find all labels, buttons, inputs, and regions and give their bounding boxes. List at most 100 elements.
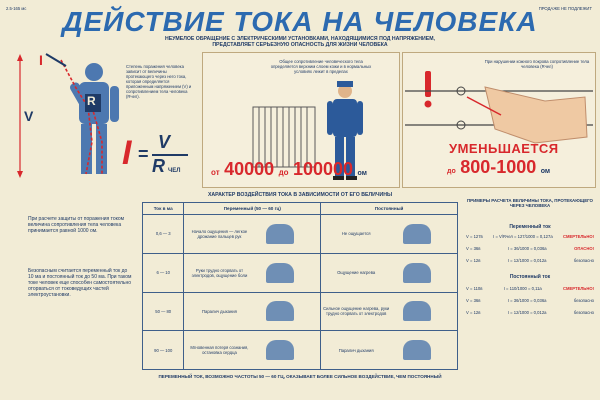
formula-divider bbox=[152, 154, 188, 156]
human-voltage-illustration bbox=[6, 52, 196, 186]
row-dc: Не ощущается bbox=[320, 214, 458, 254]
voltage: V = 36в bbox=[466, 246, 481, 251]
reduced-resistance: до 800-1000 ом bbox=[447, 157, 550, 178]
dc-effect: Сильное ощущение нагрева, руки трудно от… bbox=[323, 306, 390, 317]
ac-effect: Паралич дыхания bbox=[202, 308, 237, 314]
left-panel: I V R Степень поражения человека зависит… bbox=[6, 52, 196, 186]
row-dc: Паралич дыхания bbox=[320, 330, 458, 370]
person-figure bbox=[403, 340, 432, 361]
dc-effect: Не ощущается bbox=[341, 231, 371, 237]
row-ac: Паралич дыхания bbox=[183, 291, 322, 332]
formula-v: V bbox=[158, 132, 171, 152]
poster-subtitle: НЕУМЕЛОЕ ОБРАЩЕНИЕ С ЭЛЕКТРИЧЕСКИМИ УСТА… bbox=[165, 36, 435, 48]
range-from: 40000 bbox=[224, 159, 275, 179]
examples-title: ПРИМЕРЫ РАСЧЕТА ВЕЛИЧИНЫ ТОКА, ПРОТЕКАЮЩ… bbox=[467, 198, 593, 209]
person-figure bbox=[266, 262, 295, 283]
resistance-label: R bbox=[87, 94, 96, 108]
voltage-label: V bbox=[24, 108, 34, 124]
formula-i: I bbox=[122, 134, 132, 172]
row-range: 90 — 100 bbox=[141, 330, 185, 370]
table-row: 90 — 100 Мгновенная потеря сознания, ост… bbox=[141, 330, 458, 370]
result: ОПАСНО! bbox=[574, 246, 594, 251]
current-effects-section: ХАРАКТЕР ВОЗДЕЙСТВИЯ ТОКА В ЗАВИСИМОСТИ … bbox=[140, 192, 460, 392]
ac-examples: V = 127в I = V/Rчел = 127/1000 = 0,127а … bbox=[466, 234, 594, 270]
ac-effect: Начало ощущения — легкое дрожание пальце… bbox=[191, 228, 248, 239]
row-ac: Руки трудно оторвать от электродов, ощущ… bbox=[183, 252, 322, 293]
person-figure bbox=[403, 223, 432, 244]
body-resistance-illustration bbox=[252, 81, 363, 180]
voltage: V = 127в bbox=[466, 234, 483, 239]
ac-title: Переменный ток bbox=[509, 224, 551, 230]
formula: I = 36/1000 = 0,036а bbox=[507, 246, 547, 251]
calc-examples: ПРИМЕРЫ РАСЧЕТА ВЕЛИЧИНЫ ТОКА, ПРОТЕКАЮЩ… bbox=[466, 198, 594, 392]
table-footer: ПЕРЕМЕННЫЙ ТОК, ВОЗМОЖНО ЧАСТОТЫ 50 — 60… bbox=[158, 374, 442, 379]
formula: I = V/Rчел = 127/1000 = 0,127а bbox=[493, 234, 553, 239]
example-row: V = 110в I = 110/1000 = 0,11а СМЕРТЕЛЬНО… bbox=[466, 286, 594, 291]
row-range: 50 — 80 bbox=[141, 291, 185, 332]
ohm-formula: I = V R ЧЕЛ bbox=[122, 132, 196, 182]
voltage: V = 36в bbox=[466, 298, 481, 303]
resistance-range: от 40000 до 100000 ом bbox=[211, 159, 397, 180]
poster-title: ДЕЙСТВИЕ ТОКА НА ЧЕЛОВЕКА bbox=[62, 6, 538, 37]
example-row: V = 12в I = 12/1000 = 0,012а безопасно bbox=[466, 310, 594, 315]
range-prefix: от bbox=[211, 168, 220, 177]
right-panel: При нарушении кожного покрова сопротивле… bbox=[402, 52, 596, 188]
formula: I = 12/1000 = 0,012а bbox=[507, 258, 547, 263]
formula-r-sub: ЧЕЛ bbox=[168, 168, 181, 174]
right-panel-text: При нарушении кожного покрова сопротивле… bbox=[484, 59, 590, 69]
dc-effect: Паралич дыхания bbox=[338, 347, 374, 353]
broken-skin-illustration bbox=[405, 71, 593, 144]
person-figure bbox=[266, 301, 295, 322]
resistance-decreases: УМЕНЬШАЕТСЯ bbox=[449, 141, 559, 156]
person-figure bbox=[266, 340, 295, 361]
middle-panel-text: Общее сопротивление человеческого тела о… bbox=[270, 59, 372, 74]
person-figure bbox=[403, 301, 432, 322]
dc-effect: Ощущение нагрева bbox=[337, 270, 376, 276]
voltage: V = 110в bbox=[466, 286, 483, 291]
reduced-value: 800-1000 bbox=[460, 157, 537, 177]
result: СМЕРТЕЛЬНО! bbox=[563, 234, 594, 239]
range-mid: до bbox=[278, 168, 289, 177]
example-row: V = 36в I = 36/1000 = 0,036а безопасно bbox=[466, 298, 594, 303]
dc-title: Постоянный ток bbox=[509, 274, 551, 280]
ac-effect: Руки трудно оторвать от электродов, ощущ… bbox=[191, 267, 248, 278]
voltage: V = 12в bbox=[466, 310, 481, 315]
protection-calc-text: При расчете защиты от поражения током ве… bbox=[28, 216, 125, 234]
dc-examples: V = 110в I = 110/1000 = 0,11а СМЕРТЕЛЬНО… bbox=[466, 286, 594, 322]
header-ac: Переменный (50 — 60 гц) bbox=[183, 202, 322, 215]
header-dc: Постоянный bbox=[320, 202, 458, 215]
table-row: 6 — 10 Руки трудно оторвать от электродо… bbox=[141, 252, 458, 293]
table-row: 50 — 80 Паралич дыхания Сильное ощущение… bbox=[141, 291, 458, 332]
example-row: V = 12в I = 12/1000 = 0,012а безопасно bbox=[466, 258, 594, 263]
row-dc: Сильное ощущение нагрева, руки трудно от… bbox=[320, 291, 458, 332]
reduced-unit: ом bbox=[540, 168, 551, 175]
example-row: V = 127в I = V/Rчел = 127/1000 = 0,127а … bbox=[466, 234, 594, 239]
formula: I = 12/1000 = 0,012а bbox=[507, 310, 547, 315]
formula-equals: = bbox=[138, 144, 149, 164]
formula-r: R bbox=[152, 156, 165, 176]
row-ac: Начало ощущения — легкое дрожание пальце… bbox=[183, 214, 322, 254]
table-title: ХАРАКТЕР ВОЗДЕЙСТВИЯ ТОКА В ЗАВИСИМОСТИ … bbox=[207, 192, 393, 198]
row-range: 6 — 10 bbox=[141, 252, 185, 293]
formula: I = 110/1000 = 0,11а bbox=[503, 286, 542, 291]
reduced-prefix: до bbox=[447, 168, 456, 175]
row-dc: Ощущение нагрева bbox=[320, 252, 458, 293]
example-row: V = 36в I = 36/1000 = 0,036а ОПАСНО! bbox=[466, 246, 594, 251]
safe-current-text: Безопасным считается переменный ток до 1… bbox=[28, 268, 132, 298]
voltage: V = 12в bbox=[466, 258, 481, 263]
poster-notice: ПРОДАЖЕ НЕ ПОДЛЕЖИТ bbox=[538, 6, 592, 11]
person-figure bbox=[266, 223, 295, 244]
row-range: 0,6 — 3 bbox=[141, 214, 185, 254]
result: безопасно bbox=[573, 298, 594, 303]
table-row: 0,6 — 3 Начало ощущения — легкое дрожани… bbox=[141, 214, 458, 254]
result: безопасно bbox=[573, 258, 594, 263]
result: безопасно bbox=[573, 310, 594, 315]
current-label: I bbox=[39, 52, 43, 68]
range-unit: ом bbox=[357, 170, 367, 177]
left-panel-text: Степень поражения человека зависит от ве… bbox=[126, 64, 192, 99]
header-current: Ток в ма bbox=[141, 202, 185, 215]
row-ac: Мгновенная потеря сознания, остановка се… bbox=[183, 330, 322, 370]
result: СМЕРТЕЛЬНО! bbox=[563, 286, 594, 291]
poster-code: 2.5-165 мс bbox=[6, 6, 27, 11]
range-to: 100000 bbox=[293, 159, 354, 179]
